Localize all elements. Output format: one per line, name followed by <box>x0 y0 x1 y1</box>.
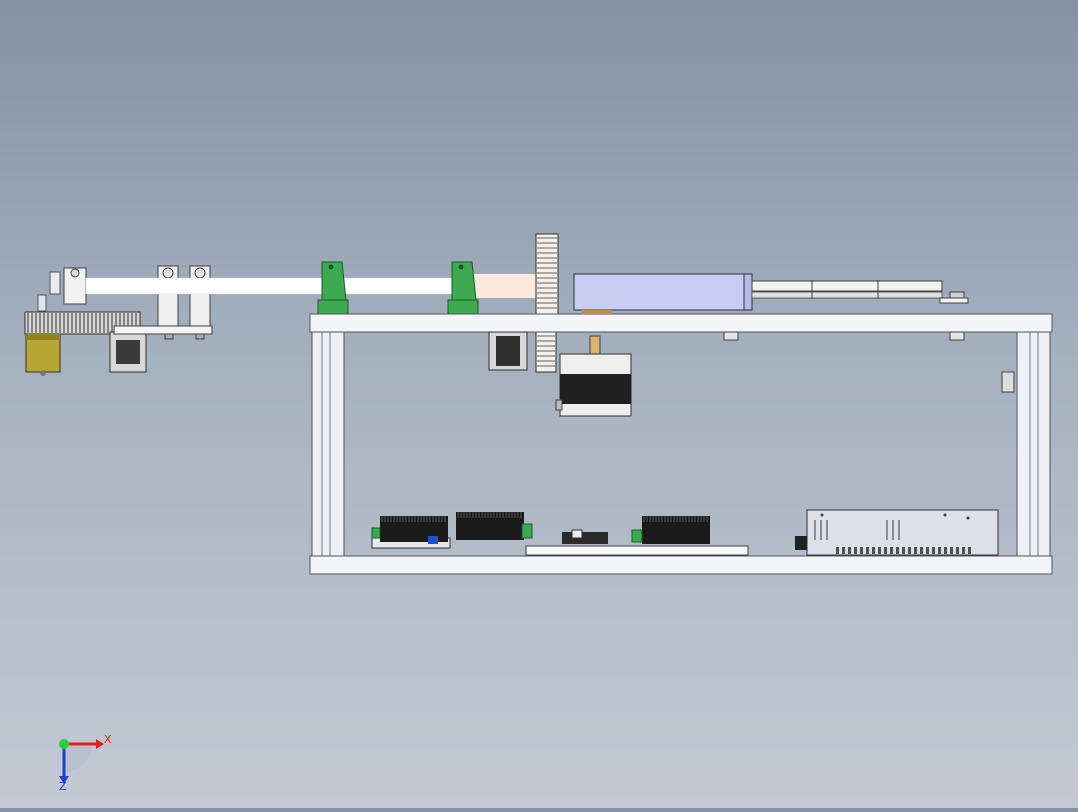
bracket <box>723 331 739 341</box>
holder-screw-icon <box>458 264 464 270</box>
controller-board <box>562 529 608 544</box>
spacer-block <box>49 271 61 295</box>
mounting-plate <box>525 545 749 556</box>
green-holder-1 <box>317 261 349 315</box>
frame-left-post <box>311 331 345 557</box>
driver-board-1 <box>371 516 451 549</box>
green-holder-2 <box>447 261 479 315</box>
frame-bottom-beam <box>309 555 1053 575</box>
frame-top-beam <box>309 313 1053 333</box>
vertical-rack-gear <box>535 233 559 373</box>
z-axis-label: Z <box>59 780 67 793</box>
feeder-base-plate <box>113 325 213 335</box>
linear-actuator <box>573 273 969 314</box>
z-axis-arrowhead-icon <box>59 776 69 784</box>
triad-plane <box>64 744 92 772</box>
driver-board-3 <box>631 516 710 544</box>
motor-cap <box>26 334 60 340</box>
bearing-bolt-icon <box>70 268 80 278</box>
frame-right-post <box>1016 331 1051 557</box>
axis-triad: X Z <box>59 733 112 793</box>
x-axis-label: X <box>104 733 112 746</box>
actuator-mount <box>582 310 612 314</box>
bracket <box>949 331 965 341</box>
support-bolt-icon <box>194 267 206 279</box>
stepper-motor-large <box>555 335 632 417</box>
actuator-body <box>573 273 747 311</box>
driver-board-2 <box>456 512 533 540</box>
support-bolt-icon <box>162 267 174 279</box>
machine-frame <box>309 313 1053 575</box>
actuator-rod <box>751 280 943 292</box>
stepper-core <box>116 340 140 364</box>
motor-shaft-icon <box>40 370 46 376</box>
small-tube <box>37 294 47 312</box>
y-axis-dot-icon <box>59 739 69 749</box>
x-axis-arrowhead-icon <box>96 739 104 749</box>
holder-screw-icon <box>328 264 334 270</box>
stepper-motor-small <box>488 331 528 371</box>
left-feeder-assembly <box>24 265 213 376</box>
rod-end-plate <box>939 297 969 304</box>
feed-gear <box>24 311 141 335</box>
side-bolt <box>1001 371 1015 393</box>
power-supply <box>795 509 999 556</box>
shaft-tinted-section <box>470 274 536 298</box>
